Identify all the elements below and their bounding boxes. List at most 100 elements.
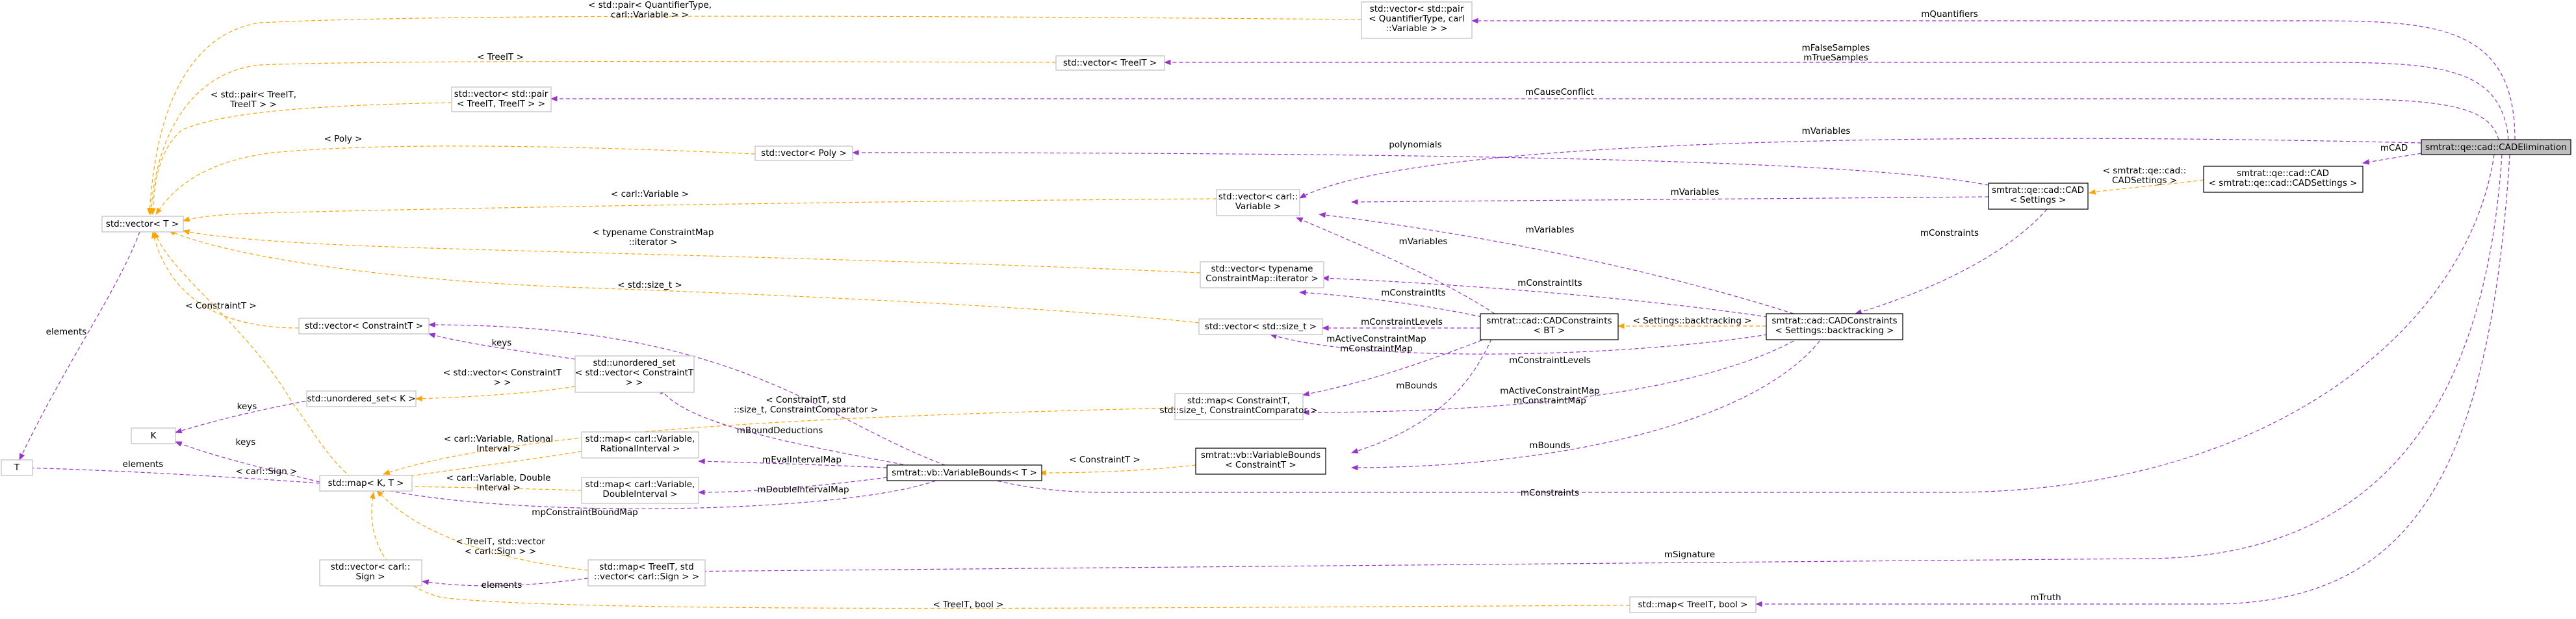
text-line: mConstraintMap (1340, 344, 1413, 354)
text-line: < carl::Variable > (611, 189, 689, 199)
text-line: mCAD (2380, 143, 2408, 153)
text-line: K (151, 431, 157, 441)
edge-mConstraints-qe: mConstraints (1854, 208, 2048, 315)
text-line: std::vector< T > (106, 219, 179, 229)
svg-text:< Settings::backtracking >: < Settings::backtracking > (1633, 316, 1752, 326)
svg-text:smtrat::cad::CADConstraints< S: smtrat::cad::CADConstraints< Settings::b… (1771, 316, 1897, 336)
edge-constraintt-template: < ConstraintT > (1038, 455, 1196, 476)
svg-text:< carl::Variable >: < carl::Variable > (611, 189, 689, 199)
text-line: mTrueSamples (1803, 53, 1868, 63)
svg-text:mConstraintIts: mConstraintIts (1517, 278, 1582, 288)
node-vector-size-t[interactable]: std::vector< std::size_t > (1198, 318, 1323, 335)
text-line: keys (237, 401, 257, 412)
text-line: Variable > (1235, 201, 1281, 212)
text-line: < Poly > (324, 134, 363, 144)
node-vector-carl-variable[interactable]: std::vector< carl::Variable > (1216, 189, 1300, 216)
node-k[interactable]: K (131, 427, 176, 444)
node-variable-bounds-constraintt[interactable]: smtrat::vb::VariableBounds< ConstraintT … (1195, 448, 1326, 475)
edge-mVariables-sb: mVariables (1318, 212, 1794, 314)
text-line: < std::vector< ConstraintT (575, 368, 694, 378)
svg-text:mDoubleIntervalMap: mDoubleIntervalMap (757, 485, 849, 495)
svg-text:mConstraints: mConstraints (1521, 488, 1579, 498)
text-line: std::vector< carl:: (331, 562, 411, 572)
svg-text:std::vector< carl::Sign >: std::vector< carl::Sign > (331, 562, 411, 582)
text-line: carl::Variable > > (611, 10, 689, 20)
text-line: > > (626, 377, 643, 388)
edge-mTruth: mTruth (1755, 154, 2510, 607)
text-line: std::vector< Poly > (761, 148, 847, 158)
svg-text:smtrat::cad::CADConstraints< B: smtrat::cad::CADConstraints< BT > (1486, 316, 1612, 336)
text-line: std::map< carl::Variable, (586, 479, 695, 490)
node-t[interactable]: T (1, 459, 33, 476)
node-cad-constraints-settings[interactable]: smtrat::cad::CADConstraints< Settings::b… (1766, 313, 1903, 340)
svg-text:mBounds: mBounds (1396, 381, 1437, 391)
edge-mCAD: mCAD (2362, 143, 2422, 165)
svg-text:elements: elements (46, 327, 87, 337)
text-line: std::vector< std::pair (454, 89, 548, 99)
node-map-k-t[interactable]: std::map< K, T > (319, 475, 413, 492)
node-unordered-set-vector[interactable]: std::unordered_set< std::vector< Constra… (574, 355, 695, 393)
svg-text:< Poly >: < Poly > (324, 134, 363, 144)
svg-text:std::map< TreeIT, std::vector<: std::map< TreeIT, std::vector< carl::Sig… (594, 562, 699, 582)
node-cad-constraints-bt[interactable]: smtrat::cad::CADConstraints< BT > (1480, 313, 1619, 340)
svg-text:mCauseConflict: mCauseConflict (1525, 87, 1594, 97)
node-vector-poly[interactable]: std::vector< Poly > (754, 145, 853, 161)
node-map-double-interval[interactable]: std::map< carl::Variable,DoubleInterval … (581, 477, 699, 504)
svg-text:std::vector< TreeIT >: std::vector< TreeIT > (1063, 58, 1157, 68)
text-line: mBounds (1529, 440, 1570, 451)
edge-mVariables-qe: mVariables (1350, 187, 1989, 205)
svg-text:< TreeIT >: < TreeIT > (477, 52, 524, 62)
node-map-treeit-bool[interactable]: std::map< TreeIT, bool > (1629, 596, 1757, 613)
svg-text:mTruth: mTruth (2030, 592, 2061, 603)
text-line: elements (46, 327, 87, 337)
text-line: Sign > (355, 572, 385, 582)
svg-text:mSignature: mSignature (1664, 550, 1715, 560)
text-line: < TreeIT, std::vector (456, 537, 545, 547)
edge-cadsettings-template: < smtrat::qe::cad::CADSettings > (2088, 166, 2204, 195)
node-variable-bounds-t[interactable]: smtrat::vb::VariableBounds< T > (886, 464, 1042, 481)
edge-mConstraintIts-sb: mConstraintIts (1321, 275, 1768, 318)
text-line: std::map< ConstraintT, (1187, 396, 1290, 406)
node-vector-constraintt[interactable]: std::vector< ConstraintT > (298, 318, 430, 335)
text-line: mDoubleIntervalMap (757, 485, 849, 495)
text-line: std::vector< std::size_t > (1205, 322, 1317, 332)
svg-text:keys: keys (492, 338, 512, 348)
svg-text:mCAD: mCAD (2380, 143, 2408, 153)
node-vector-carl-sign[interactable]: std::vector< carl::Sign > (319, 559, 422, 587)
text-line: mTruth (2030, 592, 2061, 603)
node-cad-elimination[interactable]: smtrat::qe::cad::CADElimination (2421, 139, 2571, 155)
node-qe-cad-settings[interactable]: smtrat::qe::cad::CAD< Settings > (1988, 183, 2089, 210)
node-qe-cad-cadsettings[interactable]: smtrat::qe::cad::CAD< smtrat::qe::cad::C… (2203, 166, 2363, 193)
text-line: mConstraintLevels (1509, 355, 1591, 366)
svg-text:std::vector< Poly >: std::vector< Poly > (761, 148, 847, 158)
svg-text:polynomials: polynomials (1389, 140, 1441, 150)
node-vector-pair-treeit[interactable]: std::vector< std::pair< TreeIT, TreeIT >… (451, 86, 552, 112)
node-unordered-set-k[interactable]: std::unordered_set< K > (306, 390, 417, 407)
svg-text:std::unordered_set< std::vecto: std::unordered_set< std::vector< Constra… (575, 358, 694, 388)
text-line: elements (123, 459, 164, 470)
text-line: ::vector< carl::Sign > > (594, 572, 699, 582)
text-line: < Settings::backtracking > (1633, 316, 1752, 326)
text-line: Interval > (476, 444, 520, 454)
svg-text:std::vector< T >: std::vector< T > (106, 219, 179, 229)
svg-text:< smtrat::qe::cad::CADSettings: < smtrat::qe::cad::CADSettings > (2103, 166, 2187, 186)
node-vector-treeit[interactable]: std::vector< TreeIT > (1055, 55, 1165, 71)
svg-text:mBounds: mBounds (1529, 440, 1570, 451)
text-line: std::map< TreeIT, std (599, 562, 693, 572)
node-map-constraintt[interactable]: std::map< ConstraintT,std::size_t, Const… (1160, 393, 1318, 420)
svg-text:mVariables: mVariables (1802, 126, 1851, 136)
node-vector-pair-quantifier[interactable]: std::vector< std::pair< QuantifierType, … (1361, 1, 1473, 39)
node-vector-t[interactable]: std::vector< T > (101, 216, 184, 233)
node-map-rational-interval[interactable]: std::map< carl::Variable,RationalInterva… (581, 431, 699, 459)
text-line: smtrat::qe::cad::CAD (1992, 185, 2084, 196)
text-line: std::map< TreeIT, bool > (1638, 600, 1748, 610)
svg-text:mVariables: mVariables (1399, 236, 1448, 247)
text-line: < TreeIT > (477, 52, 524, 62)
text-line: < ConstraintT > (1225, 460, 1296, 470)
edge-treeit-template: < TreeIT > (148, 52, 1057, 216)
text-line: < carl::Sign > (236, 466, 298, 477)
node-map-treeit-vector[interactable]: std::map< TreeIT, std::vector< carl::Sig… (587, 559, 706, 587)
